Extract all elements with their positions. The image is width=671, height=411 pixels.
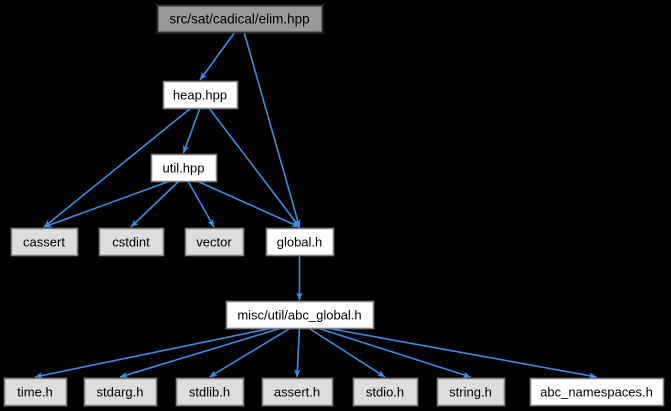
- graph-node-util[interactable]: util.hpp: [150, 153, 218, 183]
- node-label: string.h: [449, 385, 492, 400]
- node-box: [184, 227, 245, 257]
- node-box: [352, 377, 419, 407]
- node-label: misc/util/abc_global.h: [237, 308, 361, 323]
- node-box: [436, 377, 506, 407]
- node-label: global.h: [277, 235, 323, 250]
- graph-node-stdarg[interactable]: stdarg.h: [83, 377, 158, 407]
- node-layer: src/sat/cadical/elim.hpp heap.hpp util.hpp…: [3, 4, 665, 407]
- node-label: util.hpp: [163, 161, 205, 176]
- graph-edge: [326, 327, 597, 379]
- node-label: stdlib.h: [189, 385, 230, 400]
- node-label: time.h: [17, 385, 52, 400]
- graph-node-cassert[interactable]: cassert: [10, 227, 79, 257]
- graph-edge: [34, 327, 273, 379]
- graph-edge: [119, 327, 282, 378]
- graph-node-abc_global[interactable]: misc/util/abc_global.h: [225, 300, 375, 330]
- node-box: [162, 80, 239, 110]
- node-box: [175, 377, 245, 407]
- graph-node-stdio[interactable]: stdio.h: [352, 377, 419, 407]
- graph-edge: [308, 327, 386, 378]
- graph-node-assert[interactable]: assert.h: [261, 377, 334, 407]
- graph-edge: [43, 180, 171, 228]
- edge-layer: [34, 31, 597, 379]
- graph-node-heap[interactable]: heap.hpp: [162, 80, 239, 110]
- node-label: heap.hpp: [173, 88, 227, 103]
- graph-node-time[interactable]: time.h: [3, 377, 68, 407]
- graph-edge: [43, 107, 192, 228]
- node-label: stdio.h: [366, 385, 404, 400]
- node-box: [265, 227, 335, 257]
- node-label: cstdint: [112, 235, 150, 250]
- node-box: [10, 227, 79, 257]
- node-box: [150, 153, 218, 183]
- node-label: vector: [196, 235, 232, 250]
- node-box: [529, 377, 665, 407]
- graph-node-string[interactable]: string.h: [436, 377, 506, 407]
- node-box: [3, 377, 68, 407]
- graph-edge: [317, 327, 471, 378]
- node-box: [225, 300, 375, 330]
- graph-edge: [130, 180, 180, 228]
- graph-edge: [187, 180, 215, 228]
- node-label: abc_namespaces.h: [540, 385, 653, 400]
- node-box: [83, 377, 158, 407]
- graph-edge: [209, 327, 291, 378]
- graph-edge: [182, 107, 201, 154]
- node-label: assert.h: [274, 385, 320, 400]
- graph-edge: [243, 31, 301, 228]
- node-box: [156, 4, 324, 34]
- node-box: [261, 377, 334, 407]
- graph-node-cstdint[interactable]: cstdint: [98, 227, 165, 257]
- node-label: src/sat/cadical/elim.hpp: [169, 12, 309, 27]
- graph-node-abc_namespaces[interactable]: abc_namespaces.h: [529, 377, 665, 407]
- graph-node-stdlib[interactable]: stdlib.h: [175, 377, 245, 407]
- node-label: cassert: [23, 235, 65, 250]
- graph-edge: [294, 327, 301, 378]
- node-label: stdarg.h: [97, 385, 144, 400]
- graph-edge: [208, 107, 301, 228]
- graph-node-vector[interactable]: vector: [184, 227, 245, 257]
- graph-node-global[interactable]: global.h: [265, 227, 335, 257]
- graph-edge: [199, 31, 236, 81]
- node-box: [98, 227, 165, 257]
- graph-edge: [196, 180, 300, 228]
- graph-node-elim[interactable]: src/sat/cadical/elim.hpp: [156, 4, 324, 34]
